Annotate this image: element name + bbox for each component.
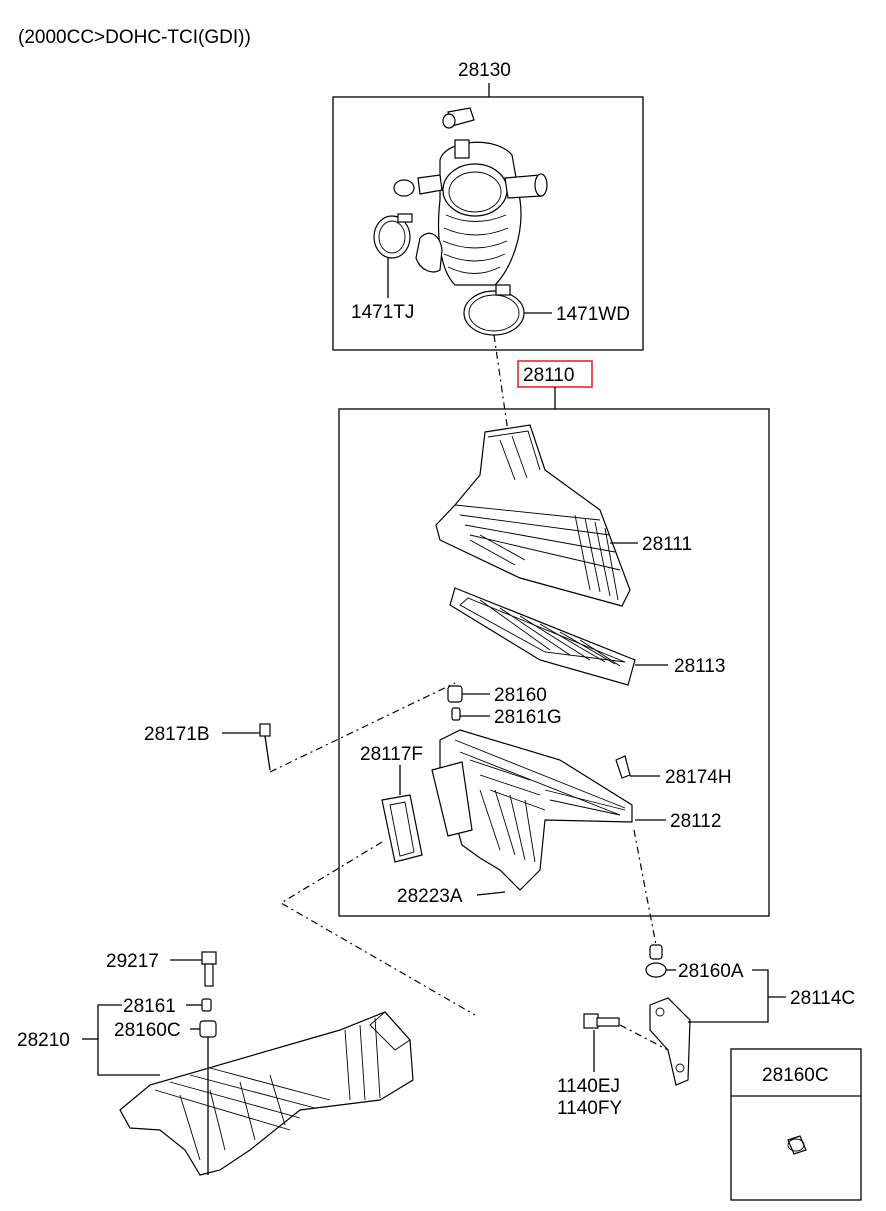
bolt-28171B-icon (259, 723, 271, 771)
label-28174H[interactable]: 28174H (665, 767, 732, 788)
filter-element-icon (449, 587, 636, 686)
grommet-28160C-icon (787, 1135, 807, 1155)
pin-28161-icon (201, 998, 212, 1012)
reference-box-28160C: 28160C (730, 1048, 862, 1201)
hose-assembly-group: 28130 1471TJ (332, 60, 644, 351)
label-28171B[interactable]: 28171B (144, 724, 210, 745)
label-28111[interactable]: 28111 (642, 534, 692, 555)
air-intake-hose-icon (393, 107, 548, 286)
label-28110[interactable]: 28110 (523, 365, 574, 386)
label-29217[interactable]: 29217 (106, 951, 159, 972)
label-1140EJ[interactable]: 1140EJ (557, 1076, 620, 1097)
assembly-frame-28110 (338, 408, 770, 917)
label-1471TJ[interactable]: 1471TJ (351, 302, 414, 323)
bolt-1140-icon (583, 1013, 620, 1029)
grommet-icon (447, 685, 463, 703)
label-28161[interactable]: 28161 (123, 996, 176, 1017)
hose-clip-icon (615, 755, 631, 779)
duct-seal-icon (381, 761, 473, 863)
label-28160C-box[interactable]: 28160C (762, 1065, 829, 1086)
label-1471WD[interactable]: 1471WD (556, 304, 630, 325)
bolt-29217-icon (201, 951, 217, 987)
label-28117F[interactable]: 28117F (360, 744, 423, 765)
label-28160C[interactable]: 28160C (114, 1020, 181, 1041)
label-28112[interactable]: 28112 (670, 811, 721, 832)
hose-clamp-small-icon (373, 213, 413, 259)
lower-case-icon (439, 729, 633, 891)
pin-icon (451, 707, 461, 721)
label-28114C[interactable]: 28114C (790, 988, 855, 1009)
label-28160A[interactable]: 28160A (678, 961, 744, 982)
intake-duct-icon (119, 1011, 414, 1176)
assembly-frame-28130 (332, 96, 644, 351)
air-cleaner-assembly-group: 28110 28111 28113 28160 2 (338, 360, 770, 917)
grommet-28160A-icon (645, 944, 667, 978)
label-28210[interactable]: 28210 (17, 1030, 70, 1051)
label-28223A[interactable]: 28223A (397, 886, 463, 907)
label-28130[interactable]: 28130 (458, 60, 511, 81)
engine-spec-title: (2000CC>DOHC-TCI(GDI)) (18, 27, 251, 48)
label-28160[interactable]: 28160 (494, 685, 547, 706)
label-28113[interactable]: 28113 (674, 656, 725, 677)
label-28161G[interactable]: 28161G (494, 707, 562, 728)
air-cleaner-cover-icon (435, 424, 631, 607)
label-1140FY[interactable]: 1140FY (557, 1098, 622, 1119)
hose-clamp-large-icon (463, 284, 525, 336)
mounting-bracket-icon (649, 997, 691, 1086)
grommet-28160C-duct-icon (199, 1020, 217, 1038)
